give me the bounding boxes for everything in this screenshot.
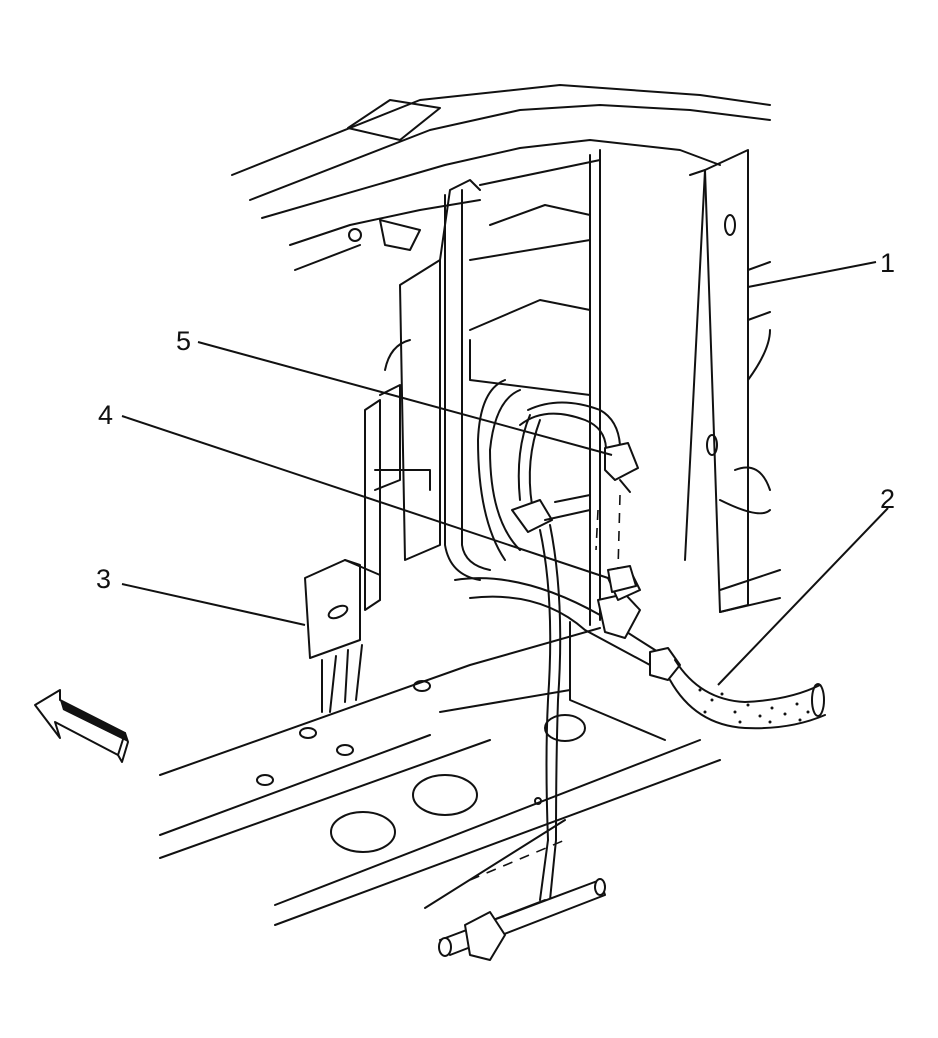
- leader-4: [121, 415, 609, 579]
- callout-4: 4: [98, 400, 113, 430]
- callout-1: 1: [880, 248, 895, 278]
- callout-2: 2: [880, 484, 895, 514]
- callout-3: 3: [96, 564, 111, 594]
- callout-labels: 1 2 3 4 5: [96, 248, 895, 594]
- callout-5: 5: [176, 326, 191, 356]
- upper-body-structure: [231, 84, 771, 271]
- harness-clip: [424, 819, 606, 961]
- right-pillar: [589, 149, 781, 626]
- leader-5: [197, 341, 613, 456]
- lower-support-panel: [159, 621, 721, 926]
- leader-1: [747, 261, 877, 288]
- front-direction-arrow-icon: [34, 689, 129, 763]
- wiring-harness: [511, 401, 639, 901]
- callout-leaders: [121, 261, 889, 686]
- leader-3: [121, 583, 306, 626]
- leader-2: [717, 507, 889, 686]
- core-support-panel: [364, 159, 601, 611]
- mounting-bracket: [304, 559, 381, 713]
- radiator-hose: [454, 569, 826, 730]
